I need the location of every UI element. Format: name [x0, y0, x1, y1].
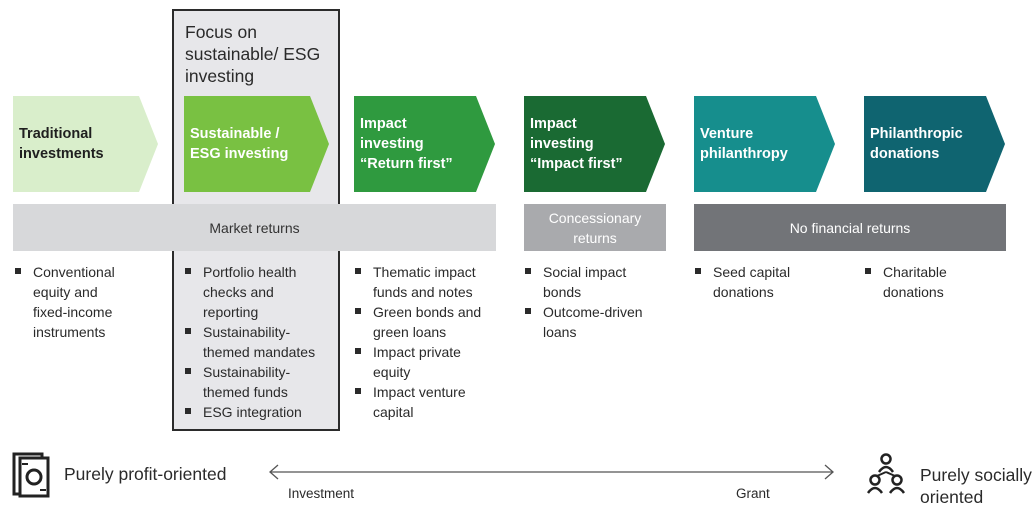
chevron-shape — [694, 96, 835, 192]
bullet-square-icon — [15, 268, 21, 274]
bullet-square-icon — [525, 268, 531, 274]
bullet-item: Impact private equity — [355, 342, 495, 382]
band-concessionary-returns: Concessionary returns — [524, 204, 666, 251]
grant-label: Grant — [736, 486, 770, 501]
bullet-item: Impact venture capital — [355, 382, 495, 422]
bullet-square-icon — [525, 308, 531, 314]
bullet-text: Impact private equity — [373, 344, 461, 380]
bullet-item: Green bonds and green loans — [355, 302, 495, 342]
money-icon — [12, 452, 50, 498]
chevron-shape — [524, 96, 665, 192]
chevron-shape — [864, 96, 1005, 192]
bullet-item: ESG integration — [185, 402, 325, 422]
people-icon — [866, 452, 906, 496]
bullet-item: Portfolio health checks and reporting — [185, 262, 325, 322]
band-no-financial-returns: No financial returns — [694, 204, 1006, 251]
bullet-text: Outcome-driven loans — [543, 304, 643, 340]
bullet-text: Thematic impact funds and notes — [373, 264, 476, 300]
bullets-traditional: Conventional equity and fixed-income ins… — [15, 262, 125, 342]
bullet-text: Conventional equity and fixed-income ins… — [33, 264, 115, 340]
bullet-square-icon — [355, 268, 361, 274]
bullet-square-icon — [865, 268, 871, 274]
band-label: Concessionary returns — [548, 209, 642, 246]
bullet-square-icon — [185, 268, 191, 274]
bullet-text: ESG integration — [203, 404, 302, 420]
chevron-shape — [184, 96, 329, 192]
bullet-item: Charitable donations — [865, 262, 1005, 302]
profit-oriented-label: Purely profit-oriented — [64, 464, 227, 484]
bullets-venture-philanthropy: Seed capital donations — [695, 262, 835, 302]
bullet-item: Conventional equity and fixed-income ins… — [15, 262, 125, 342]
bullet-square-icon — [355, 348, 361, 354]
bullet-item: Outcome-driven loans — [525, 302, 665, 342]
category-label: Sustainable /ESG investing — [190, 126, 289, 162]
bullet-square-icon — [185, 328, 191, 334]
bullet-item: Seed capital donations — [695, 262, 835, 302]
bullets-philanthropic-donations: Charitable donations — [865, 262, 1005, 302]
bullet-item: Social impact bonds — [525, 262, 665, 302]
focus-title: Focus on sustainable/ ESG investing — [185, 22, 321, 86]
bullet-text: Sustainability-themed funds — [203, 364, 291, 400]
bullet-item: Sustainability-themed funds — [185, 362, 325, 402]
band-market-returns: Market returns — [13, 204, 496, 251]
bullet-item: Sustainability-themed mandates — [185, 322, 325, 362]
chevron-shape — [354, 96, 495, 192]
category-sustainable-esg: Sustainable /ESG investing — [184, 96, 344, 192]
bullet-text: Charitable donations — [883, 264, 947, 300]
bullet-square-icon — [355, 388, 361, 394]
bullet-square-icon — [185, 368, 191, 374]
band-label: Market returns — [209, 219, 300, 236]
bullet-text: Seed capital donations — [713, 264, 791, 300]
bullet-square-icon — [695, 268, 701, 274]
bullet-item: Thematic impact funds and notes — [355, 262, 495, 302]
bullet-text: Green bonds and green loans — [373, 304, 482, 340]
investment-label: Investment — [288, 486, 355, 501]
bullet-text: Impact venture capital — [373, 384, 466, 420]
bullet-text: Sustainability-themed mandates — [203, 324, 316, 360]
band-label: No financial returns — [789, 219, 911, 236]
bullet-square-icon — [185, 408, 191, 414]
spectrum-arrow — [264, 462, 839, 482]
chevron-shape — [13, 96, 158, 192]
bullet-square-icon — [355, 308, 361, 314]
bullet-text: Social impact bonds — [543, 264, 627, 300]
bullet-text: Portfolio health checks and reporting — [203, 264, 297, 320]
